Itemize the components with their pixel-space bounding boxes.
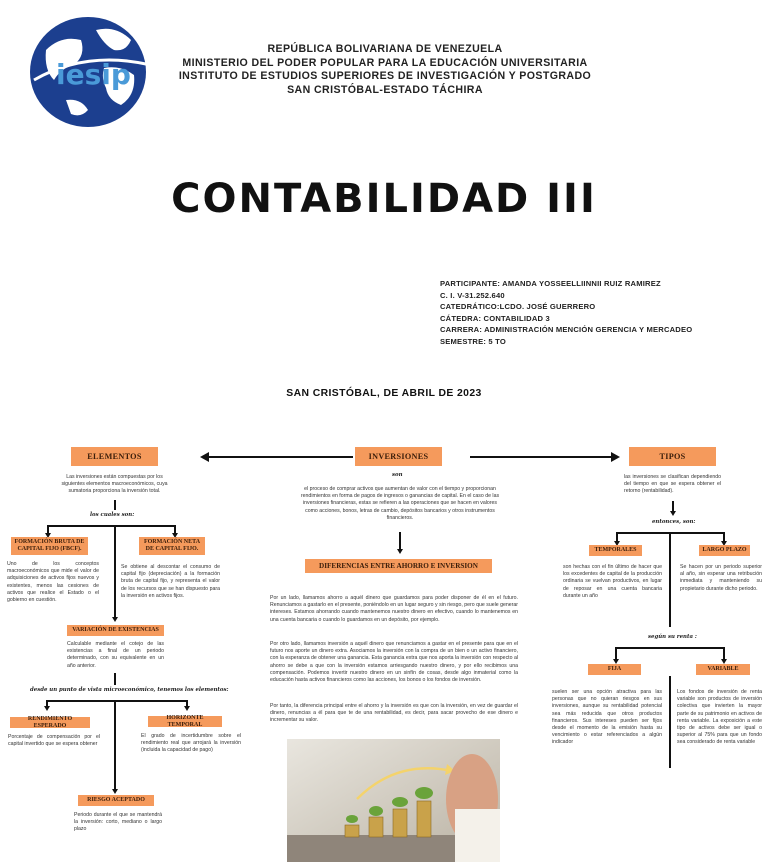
arrow-down-icon bbox=[614, 541, 620, 546]
logo-text: iesip bbox=[56, 58, 131, 91]
connector-line bbox=[114, 673, 116, 685]
connector-line bbox=[399, 532, 401, 550]
header-line: INSTITUTO DE ESTUDIOS SUPERIORES DE INVE… bbox=[178, 70, 592, 82]
arrow-left-icon bbox=[200, 452, 209, 462]
arrow-down-icon bbox=[184, 706, 190, 711]
info-carrera: CARRERA: ADMINISTRACIÓN MENCIÓN GERENCIA… bbox=[440, 325, 693, 335]
rendimiento-text: Porcentaje de compensación por el capita… bbox=[8, 734, 100, 748]
arrow-down-icon bbox=[44, 706, 50, 711]
diferencias-box: DIFERENCIAS ENTRE AHORRO E INVERSION bbox=[305, 559, 492, 573]
inversiones-definition: el proceso de comprar activos que aument… bbox=[300, 486, 500, 521]
connector-segun-renta: según su renta : bbox=[648, 634, 697, 640]
info-catedra: CÁTEDRA: CONTABILIDAD 3 bbox=[440, 313, 550, 323]
riesgo-text: Periodo durante el que se mantendrá la i… bbox=[74, 812, 162, 833]
connector-line bbox=[723, 647, 725, 660]
arrow-line-right bbox=[470, 456, 612, 458]
header-line: MINISTERIO DEL PODER POPULAR PARA LA EDU… bbox=[182, 56, 588, 69]
globe-icon bbox=[30, 17, 152, 127]
variable-box: VARIABLE bbox=[696, 664, 750, 675]
fija-box: FIJA bbox=[588, 664, 641, 675]
temporales-box: TEMPORALES bbox=[589, 545, 642, 556]
branch-line bbox=[47, 525, 175, 527]
elementos-box: ELEMENTOS bbox=[71, 447, 158, 466]
arrow-down-icon bbox=[613, 659, 619, 664]
variable-text: Los fondos de inversión de renta variabl… bbox=[677, 689, 762, 746]
connector-line bbox=[672, 501, 674, 513]
branch-line bbox=[615, 647, 724, 649]
connector-line bbox=[46, 700, 48, 708]
largo-plazo-box: LARGO PLAZO bbox=[699, 545, 750, 556]
info-ci: C. I. V-31.252.640 bbox=[440, 290, 505, 300]
tipos-box: TIPOS bbox=[629, 447, 716, 466]
variacion-text: Calculable mediante el cotejo de las exi… bbox=[67, 641, 164, 669]
diferencias-p1: Por un lado, llamamos ahorro a aquél din… bbox=[270, 595, 518, 623]
connector-line bbox=[47, 525, 49, 535]
header-line: REPÚBLICA BOLIVARIANA DE VENEZUELA bbox=[267, 43, 503, 55]
arrow-down-icon bbox=[112, 617, 118, 622]
fija-text: suelen ser una opción atractiva para las… bbox=[552, 689, 662, 746]
date-line: SAN CRISTÓBAL, DE ABRIL DE 2023 bbox=[286, 388, 482, 399]
branch-line bbox=[46, 700, 187, 702]
arrow-down-icon bbox=[45, 533, 51, 538]
info-participante: PARTICIPANTE: AMANDA YOSSEELLIINNII RUIZ… bbox=[440, 279, 661, 288]
connector-line bbox=[114, 500, 116, 510]
arrow-down-icon bbox=[670, 511, 676, 516]
temporales-text: son hechas con el fin último de hacer qu… bbox=[563, 564, 662, 599]
connector-entonces: entonces, son: bbox=[652, 519, 696, 525]
connector-line bbox=[669, 532, 671, 627]
arrow-right-icon bbox=[611, 452, 620, 462]
arrow-down-icon bbox=[397, 549, 403, 554]
fncf-text: Se obtiene al descontar el consumo de ca… bbox=[121, 564, 220, 599]
connector-los-cuales: los cuales son: bbox=[90, 512, 135, 518]
connector-son: son bbox=[392, 472, 403, 478]
connector-line bbox=[615, 647, 617, 660]
diferencias-p2: Por otro lado, llamamos inversión a aqué… bbox=[270, 641, 518, 684]
info-catedratico: CATEDRÁTICO:LCDO. JOSÉ GUERRERO bbox=[440, 302, 596, 312]
connector-microeconomico: desde un punto de vista microeconómico, … bbox=[30, 687, 229, 693]
largo-plazo-text: Se hacen por un periodo superior al año,… bbox=[680, 564, 762, 592]
investment-image bbox=[287, 739, 500, 862]
fbcf-box: FORMACIÓN BRUTA DE CAPITAL FIJO (FBCF). bbox=[11, 537, 88, 555]
iesip-logo: iesip bbox=[26, 10, 156, 132]
participant-info: PARTICIPANTE: AMANDA YOSSEELLIINNII RUIZ… bbox=[440, 278, 692, 348]
connector-line bbox=[616, 532, 618, 542]
connector-line bbox=[186, 700, 188, 708]
connector-line bbox=[114, 525, 116, 618]
connector-line bbox=[669, 676, 671, 768]
institution-header: REPÚBLICA BOLIVARIANA DE VENEZUELA MINIS… bbox=[170, 43, 600, 97]
info-semestre: SEMESTRE: 5 TO bbox=[440, 336, 506, 346]
variacion-box: VARIACIÓN DE EXISTENCIAS bbox=[67, 625, 164, 636]
connector-line bbox=[174, 525, 176, 535]
connector-line bbox=[723, 532, 725, 542]
horizonte-text: El grado de incertidumbre sobre el rendi… bbox=[141, 733, 241, 754]
arrow-down-icon bbox=[721, 659, 727, 664]
arrow-line-left bbox=[208, 456, 353, 458]
arrow-down-icon bbox=[112, 789, 118, 794]
arrow-down-icon bbox=[172, 533, 178, 538]
fbcf-text: Uno de los conceptos macroeconómicos que… bbox=[7, 561, 99, 604]
elementos-intro: Las inversiones están compuestas por los… bbox=[61, 474, 168, 495]
horizonte-box: HORIZONTE TEMPORAL bbox=[148, 715, 222, 728]
document-title: CONTABILIDAD III bbox=[171, 176, 597, 222]
connector-line bbox=[114, 700, 116, 790]
inversiones-box: INVERSIONES bbox=[355, 447, 442, 466]
header-line: SAN CRISTÓBAL-ESTADO TÁCHIRA bbox=[287, 83, 483, 96]
diferencias-p3: Por tanto, la diferencia principal entre… bbox=[270, 703, 518, 724]
arrow-down-icon bbox=[721, 541, 727, 546]
rendimiento-box: RENDIMIENTO ESPERADO bbox=[10, 716, 90, 729]
fncf-box: FORMACIÓN NETA DE CAPITAL FIJO. bbox=[139, 537, 205, 555]
tipos-intro: las inversiones se clasifican dependiend… bbox=[624, 474, 721, 495]
riesgo-box: RIESGO ACEPTADO bbox=[78, 795, 154, 806]
